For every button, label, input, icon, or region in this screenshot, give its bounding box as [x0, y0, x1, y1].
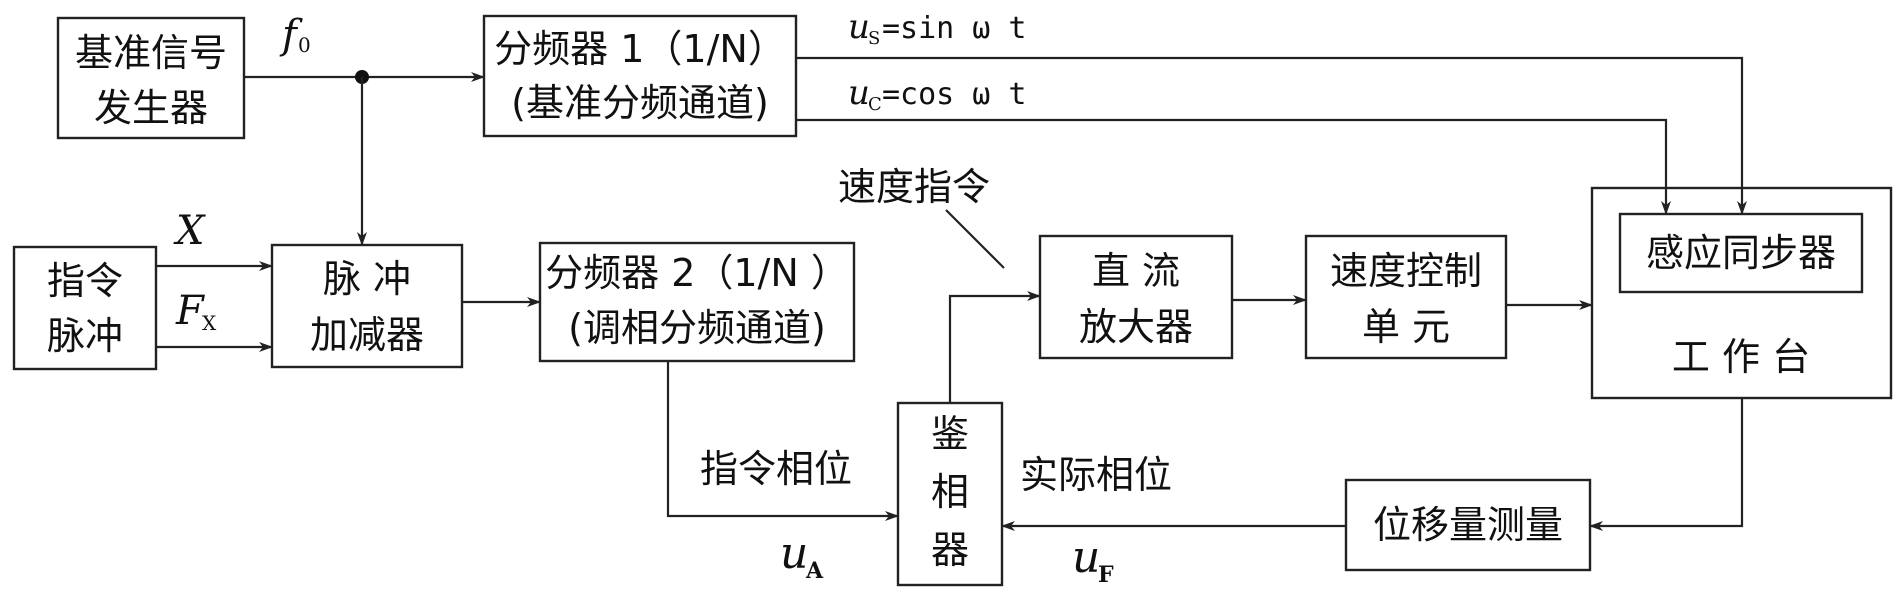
label-ua: u A	[780, 528, 824, 584]
svg-text:=sin ω t: =sin ω t	[882, 11, 1027, 46]
label-uf: u F	[1072, 532, 1114, 588]
svg-text:=cos ω t: =cos ω t	[882, 77, 1027, 112]
svg-text:感应同步器: 感应同步器	[1646, 231, 1836, 275]
svg-text:鉴: 鉴	[931, 412, 969, 456]
speed-command-leader	[945, 209, 1005, 269]
svg-text:u: u	[848, 73, 870, 113]
svg-text:单 元: 单 元	[1362, 305, 1450, 349]
label-f0: f 0	[279, 12, 311, 58]
displacement-measurement-block: 位移量测量	[1344, 478, 1592, 572]
svg-text:器: 器	[931, 528, 969, 572]
svg-text:脉 冲: 脉 冲	[323, 257, 411, 301]
svg-text:直 流: 直 流	[1092, 249, 1180, 293]
reference-signal-generator-block: 基准信号 发生器	[56, 16, 246, 140]
svg-text:相: 相	[931, 470, 969, 514]
svg-text:工 作 台: 工 作 台	[1672, 335, 1810, 379]
connection-lines	[156, 56, 1747, 531]
svg-text:0: 0	[298, 33, 311, 57]
svg-text:(调相分频通道): (调相分频通道)	[568, 306, 826, 350]
connector-div2-to-detector	[666, 361, 899, 521]
label-us: u S =sin ω t	[848, 7, 1027, 49]
connector-us-to-inductosyn	[796, 56, 1747, 215]
connector-uc-to-inductosyn	[796, 118, 1671, 215]
svg-text:A: A	[805, 558, 824, 584]
svg-text:发生器: 发生器	[94, 86, 208, 130]
svg-text:脉冲: 脉冲	[47, 314, 123, 358]
svg-text:指令: 指令	[47, 259, 123, 303]
svg-text:分频器 1（1/N）: 分频器 1（1/N）	[494, 27, 786, 71]
svg-text:F: F	[175, 288, 205, 334]
connector-worktable-to-displacement	[1589, 398, 1744, 531]
phase-detector-block: 鉴 相 器	[896, 401, 1004, 587]
command-pulse-block: 指令 脉冲	[12, 245, 158, 371]
svg-text:(基准分频通道): (基准分频通道)	[511, 81, 769, 125]
label-fx: F X	[175, 288, 217, 335]
frequency-divider-1-block: 分频器 1（1/N） (基准分频通道)	[482, 14, 798, 138]
svg-text:u: u	[848, 7, 870, 47]
dc-amplifier-block: 直 流 放大器	[1038, 234, 1234, 360]
label-actual-phase: 实际相位	[1020, 453, 1172, 497]
svg-text:C: C	[868, 94, 882, 115]
frequency-divider-2-block: 分频器 2（1/N ） (调相分频通道)	[538, 241, 856, 363]
label-uc: u C =cos ω t	[848, 73, 1027, 115]
svg-text:u: u	[780, 528, 808, 579]
signal-labels: f 0 u S =sin ω t u C =cos ω t X F X 速度指令…	[173, 7, 1172, 588]
svg-text:速度控制: 速度控制	[1330, 249, 1482, 293]
inductosyn-block: 感应同步器	[1618, 212, 1864, 294]
svg-text:F: F	[1098, 562, 1114, 588]
svg-text:放大器: 放大器	[1079, 305, 1193, 349]
svg-text:X: X	[202, 311, 217, 335]
label-x: X	[173, 208, 206, 254]
connector-detector-to-amp	[948, 291, 1041, 403]
label-command-phase: 指令相位	[700, 447, 852, 491]
svg-text:基准信号: 基准信号	[75, 31, 227, 75]
speed-control-unit-block: 速度控制 单 元	[1304, 234, 1508, 360]
svg-text:u: u	[1072, 532, 1100, 583]
pulse-adder-subtractor-block: 脉 冲 加减器	[270, 243, 464, 369]
svg-text:加减器: 加减器	[310, 313, 424, 357]
svg-text:位移量测量: 位移量测量	[1373, 503, 1563, 547]
svg-text:S: S	[868, 28, 880, 49]
label-speed-command: 速度指令	[838, 165, 990, 209]
svg-text:分频器 2（1/N ）: 分频器 2（1/N ）	[545, 251, 849, 295]
